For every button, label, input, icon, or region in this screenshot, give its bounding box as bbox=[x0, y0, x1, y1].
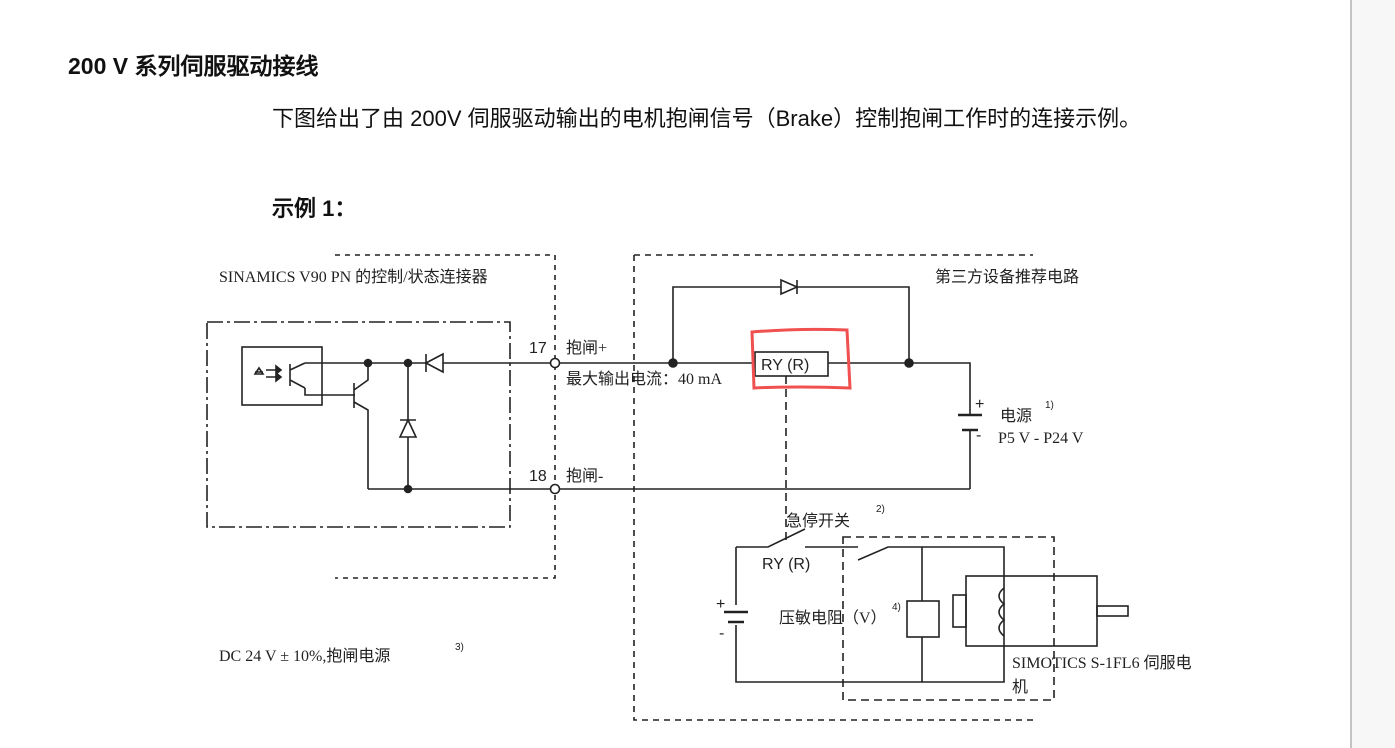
motor-brake bbox=[952, 594, 967, 628]
diode-icon bbox=[398, 352, 444, 438]
motor-shaft bbox=[1096, 605, 1129, 617]
optocoupler bbox=[241, 346, 323, 406]
estop-note: 2) bbox=[876, 504, 885, 515]
freewheel-diode-icon bbox=[780, 278, 799, 296]
pin-17: 17 bbox=[529, 340, 547, 357]
drive-internal-boundary bbox=[206, 321, 511, 528]
connector-title: SINAMICS V90 PN 的控制/状态连接器 bbox=[219, 268, 488, 286]
brake-supply-note: 3) bbox=[455, 642, 464, 653]
minus-sign: - bbox=[976, 427, 981, 444]
battery-icon bbox=[958, 413, 982, 432]
relay-coil bbox=[754, 351, 829, 377]
pin-17-label: 抱闸+ bbox=[566, 339, 607, 357]
highlight-box bbox=[750, 327, 852, 390]
plus-sign: + bbox=[975, 396, 984, 413]
terminal-17 bbox=[549, 357, 561, 369]
pin-18-label: 抱闸- bbox=[566, 467, 603, 485]
relay-coil-label: RY (R) bbox=[761, 357, 809, 374]
example-label: 示例 1： bbox=[272, 196, 357, 221]
battery-icon bbox=[724, 610, 748, 624]
relay-contact-label: RY (R) bbox=[762, 556, 810, 573]
power-range: P5 V - P24 V bbox=[998, 430, 1084, 447]
motor-label-cont: 机 bbox=[1012, 678, 1028, 696]
brake-coil-icon bbox=[998, 587, 1006, 637]
description-paragraph: 下图给出了由 200V 伺服驱动输出的电机抱闸信号（Brake）控制抱闸工作时的… bbox=[272, 106, 1142, 131]
section-heading: 200 V 系列伺服驱动接线 bbox=[68, 53, 319, 79]
max-current: 最大输出电流：40 mA bbox=[566, 370, 722, 388]
transistor-icon bbox=[353, 363, 369, 489]
terminal-18 bbox=[549, 483, 561, 495]
varistor bbox=[906, 600, 940, 638]
side-panel bbox=[1350, 0, 1395, 748]
motor-boundary bbox=[842, 536, 1055, 701]
connector-boundary bbox=[335, 254, 556, 579]
third-party-title: 第三方设备推荐电路 bbox=[935, 268, 1079, 286]
estop-label: 急停开关 bbox=[786, 512, 850, 530]
motor-body bbox=[965, 575, 1098, 647]
power-note: 1) bbox=[1045, 400, 1054, 411]
plus-sign: + bbox=[716, 596, 725, 613]
motor-label: SIMOTICS S-1FL6 伺服电 bbox=[1012, 654, 1192, 672]
optocoupler-icon bbox=[253, 362, 306, 389]
brake-supply-label: DC 24 V ± 10%,抱闸电源 bbox=[219, 647, 390, 665]
varistor-note: 4) bbox=[892, 602, 901, 613]
third-party-boundary bbox=[633, 254, 1033, 721]
power-label: 电源 bbox=[1000, 407, 1032, 425]
pin-18: 18 bbox=[529, 468, 547, 485]
minus-sign: - bbox=[719, 625, 724, 642]
varistor-label: 压敏电阻（V） bbox=[779, 609, 887, 627]
